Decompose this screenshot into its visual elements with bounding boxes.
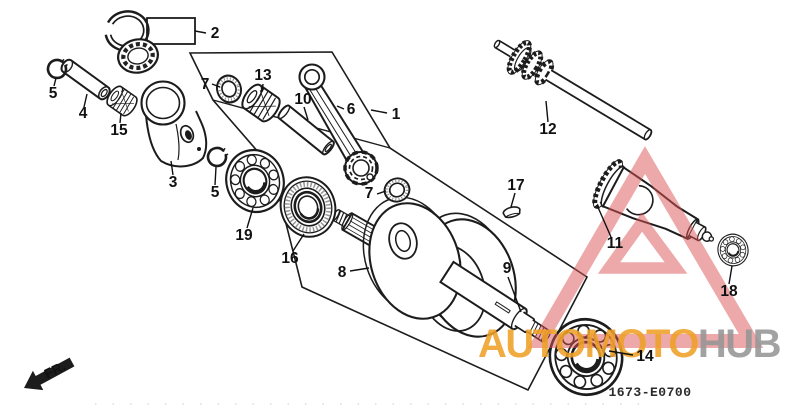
part-callout-2: 2 bbox=[211, 25, 220, 42]
piston-pin bbox=[60, 58, 111, 101]
piston bbox=[140, 80, 208, 168]
leader-line-3 bbox=[170, 160, 174, 176]
leader-line-1 bbox=[370, 109, 388, 114]
leader-line-6 bbox=[336, 105, 345, 110]
part-callout-8: 8 bbox=[338, 264, 347, 281]
watermark-logo bbox=[527, 146, 764, 348]
part-callout-5: 5 bbox=[211, 184, 220, 201]
leader-line-18 bbox=[728, 265, 733, 285]
leader-line-17 bbox=[510, 192, 516, 208]
leader-line-4 bbox=[83, 93, 88, 108]
part-callout-5: 5 bbox=[49, 85, 58, 102]
leader-line-14 bbox=[608, 350, 634, 356]
part-callout-15: 15 bbox=[110, 122, 128, 139]
part-callout-19: 19 bbox=[235, 227, 253, 244]
leader-line-16 bbox=[292, 233, 305, 252]
part-callout-6: 6 bbox=[347, 101, 356, 118]
part-callout-9: 9 bbox=[503, 260, 512, 277]
part-callout-11: 11 bbox=[607, 235, 624, 252]
part-callout-17: 17 bbox=[507, 177, 524, 194]
leader-line-19 bbox=[246, 207, 254, 229]
part-callout-13: 13 bbox=[254, 67, 272, 84]
part-callout-3: 3 bbox=[169, 174, 178, 191]
leader-line-7 bbox=[376, 190, 387, 195]
leader-line-8 bbox=[349, 267, 370, 272]
piston-ring-oil bbox=[117, 38, 159, 74]
part-callout-14: 14 bbox=[636, 348, 654, 365]
diagram-code: 1673-E0700 bbox=[608, 385, 691, 400]
leader-lines bbox=[53, 30, 733, 356]
part-callout-4: 4 bbox=[79, 105, 88, 122]
oil-seal bbox=[279, 176, 337, 238]
leader-line-5 bbox=[53, 77, 57, 87]
crankshaft bbox=[331, 196, 551, 343]
ring-set-box bbox=[146, 17, 196, 45]
fr-indicator: FR. bbox=[24, 357, 75, 391]
gear-shaft-cluster bbox=[493, 39, 653, 141]
leader-line-7 bbox=[211, 83, 221, 88]
fr-arrow-icon bbox=[24, 357, 75, 391]
part-callout-12: 12 bbox=[539, 121, 556, 138]
part-callout-18: 18 bbox=[720, 283, 738, 300]
part-callout-7: 7 bbox=[201, 76, 210, 93]
watermark-text-secondary: HUB bbox=[698, 322, 781, 366]
part-callout-10: 10 bbox=[294, 91, 311, 108]
watermark-triangle-outer bbox=[527, 146, 764, 348]
leader-line-5 bbox=[214, 166, 217, 186]
leader-line-9 bbox=[507, 276, 522, 313]
watermark-text-primary: AUTOMOTO bbox=[478, 322, 698, 366]
leader-line-13 bbox=[261, 83, 264, 93]
circlip-right bbox=[205, 144, 232, 169]
woodruff-key bbox=[502, 206, 521, 219]
leader-line-2 bbox=[194, 30, 207, 34]
connecting-rod bbox=[298, 63, 379, 186]
needle-bearing-large bbox=[237, 80, 285, 126]
part-callout-16: 16 bbox=[281, 250, 299, 267]
thrust-washer-left bbox=[212, 71, 246, 107]
part-callout-7: 7 bbox=[365, 185, 374, 202]
leader-line-15 bbox=[119, 112, 122, 124]
part-callouts: 2 5 4 15 3 5 7 13 10 6 1 12 17 19 16 7 8 9 11 18 14 bbox=[49, 25, 738, 365]
watermark-triangle-inner bbox=[597, 212, 688, 274]
leader-line-11 bbox=[596, 204, 612, 238]
part-callout-1: 1 bbox=[392, 106, 401, 123]
crank-pin bbox=[277, 104, 335, 156]
leader-line-12 bbox=[545, 100, 549, 123]
ball-bearing-small bbox=[713, 230, 753, 270]
leader-line-10 bbox=[303, 106, 309, 121]
watermark-text: AUTOMOTOHUB bbox=[478, 322, 781, 366]
